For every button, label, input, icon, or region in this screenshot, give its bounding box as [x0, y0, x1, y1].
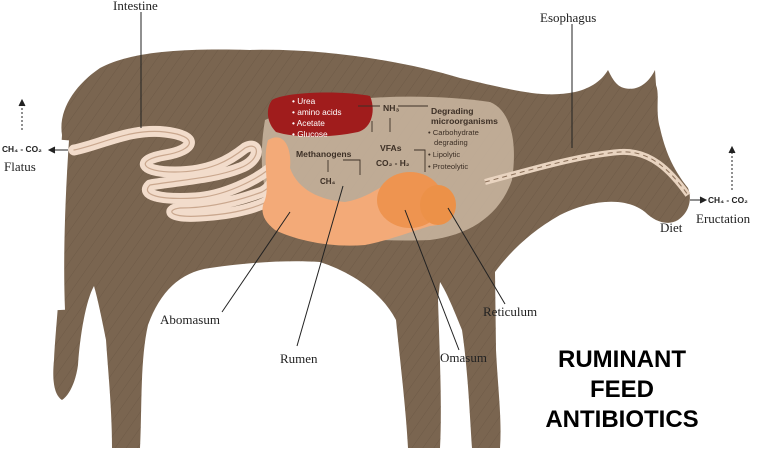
nh3-label: NH₃ — [383, 103, 399, 113]
intestine-label: Intestine — [113, 0, 158, 13]
pathway-connectors — [327, 105, 428, 175]
degrading-item-degrading: degrading — [434, 138, 468, 147]
title-line-3: ANTIBIOTICS — [545, 406, 698, 433]
title-line-2: FEED — [590, 376, 654, 403]
intestine-coils — [68, 125, 280, 222]
abomasum-label: Abomasum — [160, 312, 220, 327]
diet-label: Diet — [660, 220, 683, 235]
degrading-item-proteolytic: • Proteolytic — [428, 162, 468, 171]
tail-gap — [54, 139, 69, 311]
label-pointers — [140, 12, 573, 351]
vfas-label: VFAs — [380, 143, 402, 153]
methanogens-label: Methanogens — [296, 149, 352, 159]
metabolite-item: Acetate — [297, 118, 326, 128]
eructation-label: Eructation — [696, 211, 751, 226]
metabolite-item: Glucose — [297, 129, 328, 139]
esophagus-flow — [484, 151, 689, 196]
gas-arrows — [18, 98, 736, 204]
degrading-item-carbohydrate: • Carbohydrate — [428, 128, 479, 137]
rumen-label: Rumen — [280, 351, 318, 366]
liver-organ — [267, 92, 373, 137]
degrading-item-lipolytic: • Lipolytic — [428, 150, 460, 159]
co2-h2-label: CO₂ - H₂ — [376, 158, 410, 168]
reticulum-organ — [420, 185, 456, 225]
degrading-title-2: microorganisms — [431, 116, 498, 126]
flatus-label: Flatus — [4, 159, 36, 174]
omasum-label: Omasum — [440, 350, 487, 365]
cow-silhouette — [53, 49, 690, 449]
metabolite-item: amino acids — [297, 107, 341, 117]
esophagus-label: Esophagus — [540, 10, 596, 25]
reticulum-label: Reticulum — [483, 304, 537, 319]
gas-left-label: CH₄ - CO₂ — [2, 144, 42, 154]
title-line-1: RUMINANT — [558, 346, 686, 373]
degrading-title-1: Degrading — [431, 106, 474, 116]
metabolite-item: Urea — [297, 96, 315, 106]
metabolite-list: • Urea • amino acids • Acetate • Glucose — [292, 96, 344, 139]
ch4-label: CH₄ — [320, 177, 336, 186]
gas-right-label: CH₄ - CO₂ — [708, 195, 748, 205]
